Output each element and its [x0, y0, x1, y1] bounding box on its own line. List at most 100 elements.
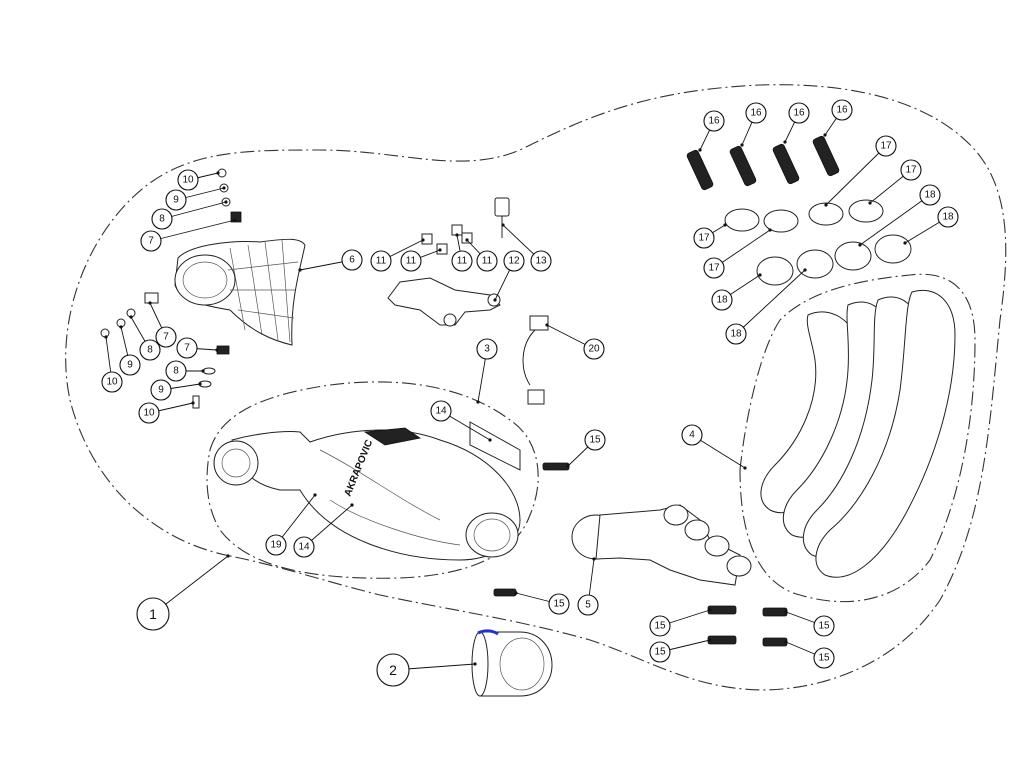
callout-c17a: 17 — [693, 227, 715, 249]
spring-part-upper — [542, 462, 570, 471]
leader-dot-c18c — [858, 243, 862, 247]
callout-c15e: 15 — [649, 641, 671, 663]
leader-line-c18b — [735, 269, 806, 335]
callout-c9c: 9 — [150, 379, 172, 401]
callout-label: 17 — [880, 141, 892, 152]
callout-c11a: 11 — [370, 250, 392, 272]
leader-line-c8a — [161, 201, 227, 220]
callout-label: 2 — [389, 662, 397, 678]
callout-c8b: 8 — [139, 339, 161, 361]
callout-label: 14 — [298, 542, 310, 553]
leader-dot-c18a — [758, 273, 762, 277]
callout-circle — [813, 647, 835, 669]
callout-label: 8 — [159, 214, 165, 225]
callout-label: 18 — [942, 212, 954, 223]
callout-label: 15 — [654, 647, 666, 658]
callout-circle — [584, 429, 606, 451]
callout-circle — [370, 250, 392, 272]
callout-c8a: 8 — [151, 208, 173, 230]
leader-dot-c17a — [723, 223, 727, 227]
callout-c17c: 17 — [875, 135, 897, 157]
callout-c15c: 15 — [649, 615, 671, 637]
callout-c10b: 10 — [101, 371, 123, 393]
callout-c12: 12 — [503, 250, 525, 272]
callout-c3: 3 — [476, 338, 498, 360]
callout-circle — [583, 338, 605, 360]
callout-c15d: 15 — [813, 615, 835, 637]
callout-label: 11 — [376, 256, 387, 267]
muffler-part: AKRAPOVIC — [213, 427, 521, 561]
callout-circle — [136, 597, 170, 631]
leader-dot-c15f — [784, 640, 788, 644]
callout-label: 12 — [508, 256, 520, 267]
callout-c5: 5 — [577, 594, 599, 616]
callout-circle — [476, 250, 498, 272]
leader-dot-c11b — [438, 248, 442, 252]
callout-circle — [919, 184, 941, 206]
callout-circle — [155, 326, 177, 348]
leader-dot-c10c — [191, 401, 195, 405]
leader-dot-c1 — [226, 554, 230, 558]
callout-circle — [703, 257, 725, 279]
leader-dot-c14b — [350, 503, 354, 507]
header-pipes-part — [760, 289, 956, 578]
callout-label: 15 — [654, 621, 666, 632]
callout-c11c: 11 — [451, 250, 473, 272]
callout-c8c: 8 — [165, 360, 187, 382]
callout-c1: 1 — [136, 597, 170, 631]
callout-label: 15 — [553, 599, 565, 610]
mounting-bracket-part — [387, 224, 501, 327]
callout-circle — [119, 354, 141, 376]
leader-dot-c10a — [216, 171, 220, 175]
end-cap-part — [471, 629, 553, 697]
callout-circle — [725, 323, 747, 345]
leader-dot-c16a — [698, 148, 702, 152]
callout-circle — [293, 536, 315, 558]
callout-c15f: 15 — [813, 647, 835, 669]
callout-circle — [165, 360, 187, 382]
leader-dot-c15a — [566, 464, 570, 468]
header-assembly-4-boundary — [739, 273, 976, 603]
callout-label: 17 — [708, 263, 720, 274]
leader-dot-c9c — [198, 382, 202, 386]
callout-c16a: 16 — [703, 110, 725, 132]
callout-c16c: 16 — [788, 102, 810, 124]
callout-label: 8 — [173, 366, 179, 377]
leader-dot-c9a — [222, 186, 226, 190]
callout-label: 7 — [163, 332, 169, 343]
callout-circle — [151, 208, 173, 230]
leader-line-c18c — [859, 194, 931, 246]
callout-circle — [400, 250, 422, 272]
leader-dot-c3 — [476, 400, 480, 404]
callout-label: 11 — [457, 256, 468, 267]
callout-c10c: 10 — [138, 402, 160, 424]
callout-label: 11 — [482, 256, 493, 267]
leader-dot-c11c — [455, 233, 459, 237]
leader-dot-c11d — [465, 238, 469, 242]
callout-circle — [176, 337, 198, 359]
callout-label: 5 — [585, 600, 591, 611]
leader-dot-c16c — [783, 140, 787, 144]
callout-circle — [788, 102, 810, 124]
callout-label: 17 — [698, 233, 710, 244]
leader-dot-c13 — [501, 223, 505, 227]
leader-dot-c5 — [592, 557, 596, 561]
leader-dot-c12 — [493, 298, 497, 302]
callout-c18d: 18 — [937, 206, 959, 228]
springs-16-part — [686, 135, 840, 191]
callout-circle — [101, 371, 123, 393]
leader-dot-c9b — [119, 325, 123, 329]
sensor-part — [494, 197, 510, 238]
callout-c6: 6 — [341, 249, 363, 271]
callout-label: 8 — [147, 345, 153, 356]
callout-label: 9 — [127, 360, 133, 371]
callout-circle — [341, 249, 363, 271]
callout-circle — [165, 189, 187, 211]
callout-circle — [711, 289, 733, 311]
callout-c16d: 16 — [831, 99, 853, 121]
callout-label: 7 — [148, 236, 154, 247]
callout-c14a: 14 — [430, 400, 452, 422]
callout-circle — [139, 339, 161, 361]
callout-label: 14 — [435, 406, 447, 417]
